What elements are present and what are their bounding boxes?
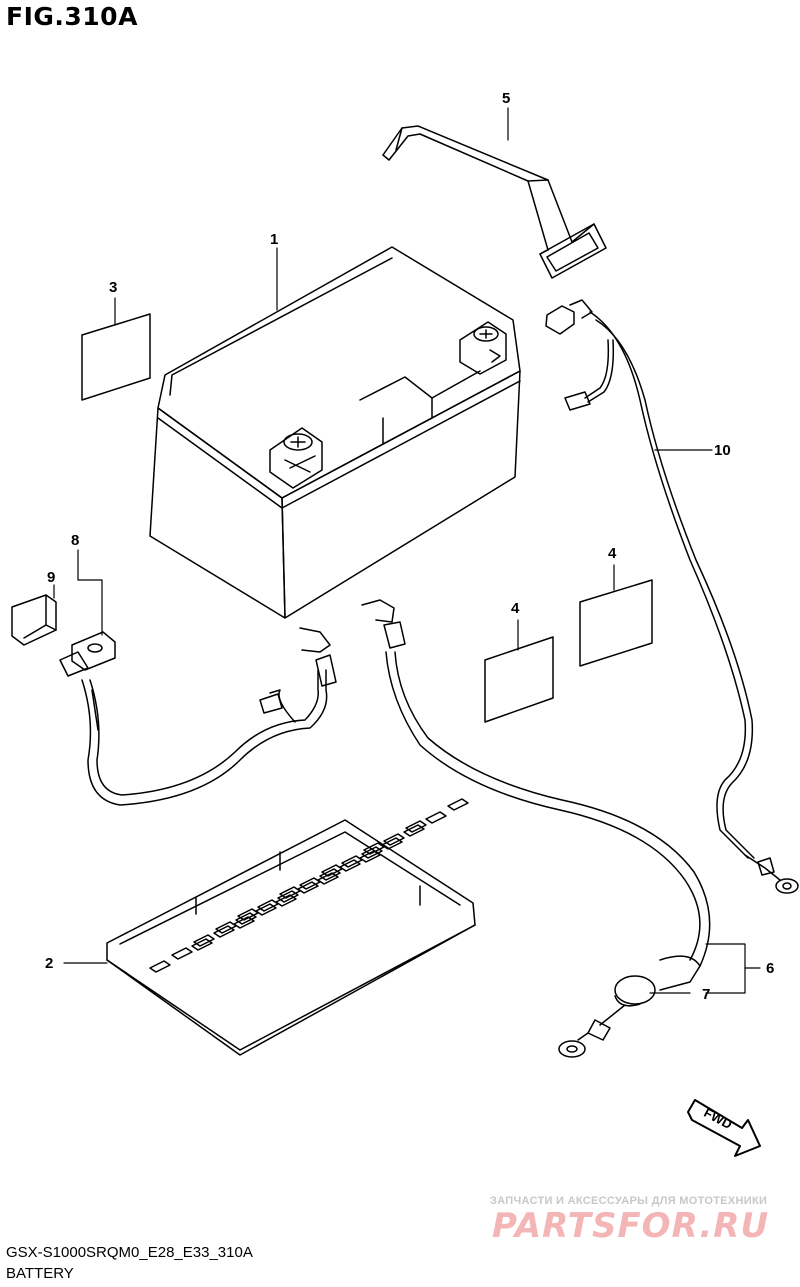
tray-hole xyxy=(319,868,341,881)
tray-hole xyxy=(191,938,213,951)
callout-2: 2 xyxy=(45,955,54,972)
tray-hole xyxy=(317,872,339,885)
leader-lines xyxy=(53,107,761,994)
tray-hole xyxy=(171,947,193,960)
callout-1: 1 xyxy=(270,231,279,248)
section-title: BATTERY xyxy=(6,1265,74,1282)
tray-hole xyxy=(297,881,319,894)
tray-hole xyxy=(149,960,171,973)
callout-10: 10 xyxy=(714,442,731,459)
tray-hole xyxy=(383,833,405,846)
battery-lead-10 xyxy=(545,299,799,894)
tray-hole xyxy=(425,811,447,824)
tray-hole xyxy=(447,798,469,811)
tray-hole xyxy=(233,916,255,929)
watermark-logo: PARTSFOR.RU xyxy=(492,1206,770,1246)
callout-5: 5 xyxy=(502,90,511,107)
callout-8: 8 xyxy=(71,532,80,549)
callout-9: 9 xyxy=(47,569,56,586)
tray-hole xyxy=(361,846,383,859)
label-3 xyxy=(81,313,151,401)
model-code: GSX-S1000SRQM0_E28_E33_310A xyxy=(6,1244,253,1261)
callout-7: 7 xyxy=(702,986,711,1003)
callout-4b: 4 xyxy=(511,600,520,617)
battery-tray xyxy=(106,819,476,1056)
tray-hole xyxy=(359,850,381,863)
callout-4a: 4 xyxy=(608,545,617,562)
tray-hole xyxy=(339,859,361,872)
tray-hole xyxy=(255,903,277,916)
tray-hole xyxy=(213,925,235,938)
battery-strap xyxy=(382,125,607,279)
tray-hole xyxy=(381,837,403,850)
label-4a xyxy=(484,636,554,723)
tray-hole xyxy=(277,890,299,903)
tray-hole xyxy=(275,894,297,907)
callout-6: 6 xyxy=(766,960,775,977)
positive-lead-8 xyxy=(11,594,337,806)
battery xyxy=(149,246,521,619)
callout-3: 3 xyxy=(109,279,118,296)
tray-hole xyxy=(193,934,215,947)
negative-lead-6 xyxy=(361,599,711,1058)
tray-holes xyxy=(149,798,469,973)
figure-title: FIG.310A xyxy=(6,2,138,31)
tray-hole xyxy=(403,824,425,837)
tray-hole xyxy=(235,912,257,925)
tray-hole xyxy=(405,820,427,833)
watermark-tagline: ЗАПЧАСТИ И АКСЕССУАРЫ ДЛЯ МОТОТЕХНИКИ xyxy=(490,1195,768,1207)
label-4b xyxy=(579,579,653,667)
fwd-arrow-icon: FWD xyxy=(687,1099,761,1157)
